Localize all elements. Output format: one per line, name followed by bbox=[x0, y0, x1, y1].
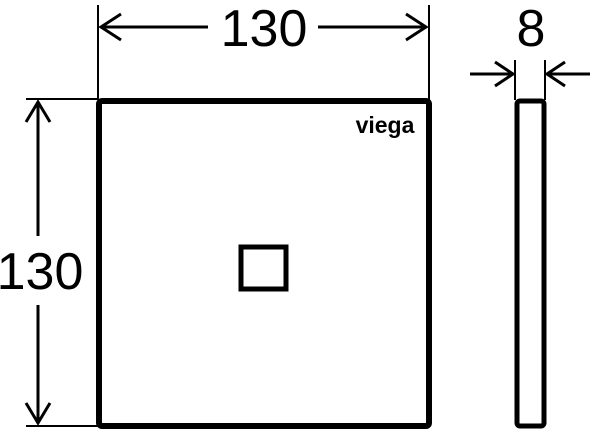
thickness-arrowhead-right bbox=[544, 60, 566, 88]
thickness-dimension: 8 bbox=[470, 0, 590, 100]
width-label: 130 bbox=[221, 0, 308, 58]
center-button-square bbox=[238, 244, 289, 292]
height-arrowhead-bottom bbox=[24, 402, 52, 426]
thickness-label: 8 bbox=[517, 0, 546, 58]
height-arrowhead-top bbox=[24, 99, 52, 123]
side-view bbox=[514, 98, 547, 429]
width-arrowhead-right bbox=[405, 12, 429, 42]
front-view: viega bbox=[96, 98, 432, 429]
thickness-arrowhead-left bbox=[494, 60, 516, 88]
width-arrowhead-left bbox=[98, 12, 122, 42]
brand-logo: viega bbox=[356, 112, 415, 138]
front-plate-outline bbox=[96, 98, 432, 429]
side-plate-outline bbox=[514, 98, 547, 429]
width-dimension: 130 bbox=[97, 0, 430, 100]
height-label: 130 bbox=[0, 243, 83, 301]
height-dimension: 130 bbox=[0, 98, 98, 427]
